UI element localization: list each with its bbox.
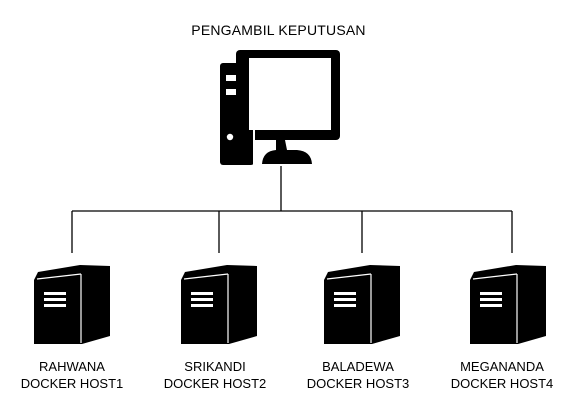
host-role-3: DOCKER HOST3 (306, 376, 410, 391)
server-vent (334, 298, 356, 301)
desktop-computer-icon (220, 50, 340, 165)
server-vent (480, 304, 502, 307)
host-label-4: MEGANANDA DOCKER HOST4 (432, 358, 563, 392)
server-vent (480, 292, 502, 295)
server-icon (470, 265, 546, 344)
server-vent (334, 304, 356, 307)
host-role-2: DOCKER HOST2 (163, 376, 267, 391)
server-vent (44, 298, 66, 301)
server-icon (181, 265, 257, 344)
host-role-1: DOCKER HOST1 (20, 376, 124, 391)
host-label-2: SRIKANDI DOCKER HOST2 (145, 358, 285, 392)
host-role-4: DOCKER HOST4 (450, 376, 554, 391)
server-vent (480, 298, 502, 301)
host-name-4: MEGANANDA (460, 359, 544, 374)
server-icon (324, 265, 400, 344)
connection-lines (71, 166, 513, 253)
server-vent (44, 304, 66, 307)
server-vent (191, 292, 213, 295)
host-name-1: RAHWANA (39, 359, 105, 374)
host-label-3: BALADEWA DOCKER HOST3 (288, 358, 428, 392)
server-vent (191, 304, 213, 307)
server-vent (44, 292, 66, 295)
server-vent (191, 298, 213, 301)
decision-maker-label: PENGAMBIL KEPUTUSAN (191, 22, 366, 38)
host-name-3: BALADEWA (322, 359, 394, 374)
host-name-2: SRIKANDI (184, 359, 246, 374)
host-label-1: RAHWANA DOCKER HOST1 (2, 358, 142, 392)
server-vent (334, 292, 356, 295)
server-icon (34, 265, 110, 344)
